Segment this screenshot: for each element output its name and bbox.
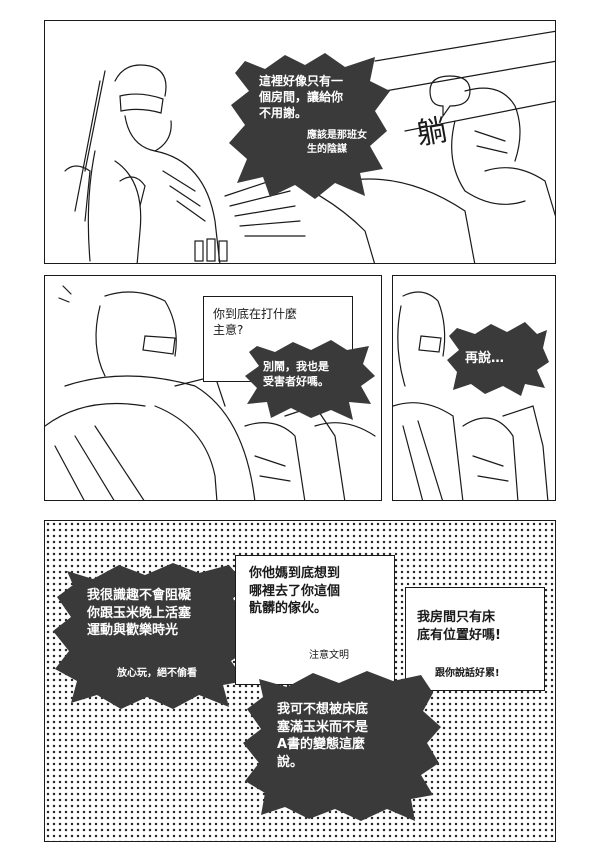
center-main-text: 你他媽到底想到 哪裡去了你這個 骯髒的傢伙。 <box>249 566 341 617</box>
caption-text: 你到底在打什麼 主意? <box>213 307 298 338</box>
panel-4: 我很識趣不會阻礙 你跟玉米晚上活塞 運動與歡樂時光 放心玩，絕不偷看 你他媽到底… <box>44 520 556 842</box>
right-main-text: 我房間只有床 底有位置好嗎! <box>417 610 501 643</box>
speech-blob-panel-3 <box>447 322 549 396</box>
panel-1-artwork <box>64 30 555 263</box>
center-aside-text: 注意文明 <box>309 650 349 661</box>
bubble-text: 別鬧，我也是 受害者好嗎。 <box>263 360 329 388</box>
bubble-text: 再說… <box>465 351 505 366</box>
speech-blob-panel-2 <box>245 340 375 420</box>
right-box <box>405 587 545 691</box>
speech-blob-bottom <box>243 671 441 821</box>
left-main-text: 我很識趣不會阻礙 你跟玉米晚上活塞 運動與歡樂時光 <box>87 588 192 639</box>
bubble-aside-text: 應該是那班女 生的陰謀 <box>307 130 367 155</box>
right-aside-text: 跟你說話好累! <box>435 668 500 679</box>
left-aside-text: 放心玩，絕不偷看 <box>117 668 197 679</box>
panel-2: 你到底在打什麼 主意? 別鬧，我也是 受害者好嗎。 <box>44 275 382 501</box>
panel-3: 再說… <box>392 275 556 501</box>
panel-1: 這裡好像只有一 個房間，讓給你 不用謝。 應該是那班女 生的陰謀 躺 <box>44 20 556 264</box>
speech-blob-left <box>53 563 251 709</box>
bubble-main-text: 這裡好像只有一 個房間，讓給你 不用謝。 <box>259 74 344 121</box>
speech-blob-panel-1 <box>229 53 390 199</box>
center-box <box>235 555 395 685</box>
panel-3-artwork <box>393 291 549 500</box>
bottom-main-text: 我可不想被床底 塞滿玉米而不是 A書的變態這麼 說。 <box>277 702 369 770</box>
